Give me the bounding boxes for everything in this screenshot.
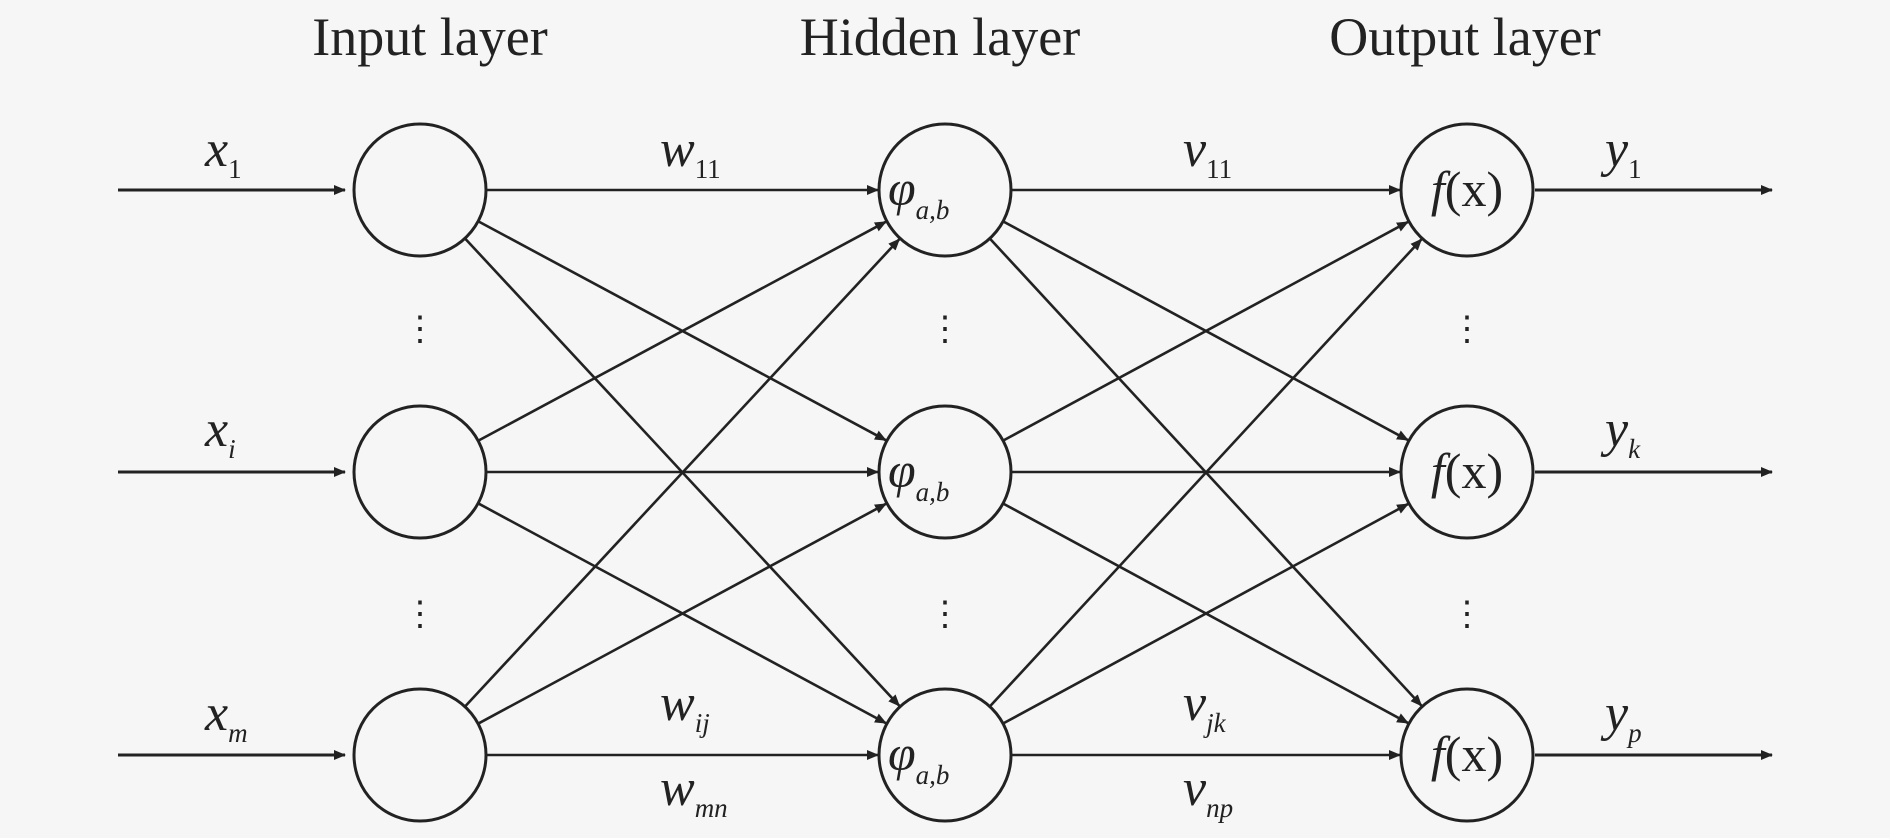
edge-input-hidden-2-0 [463, 238, 901, 708]
connection-edges [463, 185, 1423, 760]
weight-label-wij: wij [660, 675, 710, 738]
ellipsis-hidden-lower: ⋮ [928, 596, 962, 633]
output-label-y1: y1 [1600, 121, 1642, 184]
hidden-nodes [877, 122, 1013, 823]
output-arrows [1535, 185, 1773, 760]
input-label-x1: x1 [204, 121, 242, 184]
input-node-i [352, 404, 488, 540]
input-labels: x1 xi xm [204, 121, 248, 748]
edge-hidden-output-1-0 [1002, 220, 1409, 442]
hidden-node-1 [877, 122, 1013, 258]
input-nodes [352, 122, 488, 823]
hidden-node-labels: φa,b φa,b φa,b [888, 160, 949, 790]
weight-label-wmn: wmn [660, 760, 728, 823]
input-node-1 [352, 122, 488, 258]
output-node-label-k: f(x) [1431, 443, 1503, 499]
weight-labels-hidden-output: v11 vjk vnp [1183, 121, 1233, 823]
ellipsis-input-upper: ⋮ [403, 311, 437, 348]
output-node-label-1: f(x) [1431, 161, 1503, 217]
hidden-node-n [877, 687, 1013, 823]
input-arrows [118, 185, 346, 760]
ellipsis-input-lower: ⋮ [403, 596, 437, 633]
input-node-m [352, 687, 488, 823]
weight-label-vjk: vjk [1183, 675, 1227, 738]
edge-input-hidden-2-1 [477, 502, 887, 725]
output-nodes [1399, 122, 1535, 823]
output-node-k [1399, 404, 1535, 540]
input-label-xi: xi [204, 401, 236, 464]
hidden-node-label-j: φa,b [888, 442, 949, 507]
edge-hidden-output-2-1 [1002, 502, 1409, 725]
output-node-p [1399, 687, 1535, 823]
edge-hidden-output-2-0 [988, 238, 1423, 708]
output-node-labels: f(x) f(x) f(x) [1431, 161, 1503, 782]
edge-input-hidden-1-0 [477, 220, 887, 442]
output-label-yk: yk [1600, 401, 1641, 464]
ellipsis-output-upper: ⋮ [1450, 311, 1484, 348]
ellipsis-markers: ⋮ ⋮ ⋮ ⋮ ⋮ ⋮ [403, 311, 1484, 633]
hidden-node-j [877, 404, 1013, 540]
ellipsis-hidden-upper: ⋮ [928, 311, 962, 348]
weight-labels-input-hidden: w11 wij wmn [660, 121, 728, 823]
input-label-xm: xm [204, 685, 248, 748]
ellipsis-output-lower: ⋮ [1450, 596, 1484, 633]
weight-label-vnp: vnp [1183, 760, 1233, 823]
output-node-1 [1399, 122, 1535, 258]
input-layer-title: Input layer [312, 7, 547, 67]
output-node-label-p: f(x) [1431, 726, 1503, 782]
hidden-node-label-n: φa,b [888, 725, 949, 790]
output-label-yp: yp [1600, 685, 1642, 748]
hidden-node-label-1: φa,b [888, 160, 949, 225]
weight-label-w11: w11 [660, 121, 721, 184]
hidden-layer-title: Hidden layer [800, 7, 1080, 67]
output-layer-title: Output layer [1329, 7, 1600, 67]
weight-label-v11: v11 [1183, 121, 1232, 184]
output-labels: y1 yk yp [1600, 121, 1642, 748]
